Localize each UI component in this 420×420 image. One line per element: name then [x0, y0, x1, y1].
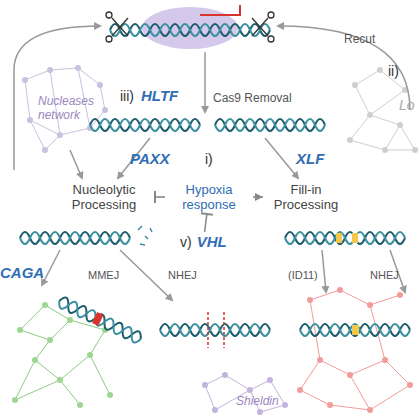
node-text: Fill-in Processing — [266, 182, 346, 212]
end-processing-marks — [138, 226, 359, 348]
guide-rna — [200, 5, 240, 15]
connector — [155, 191, 165, 203]
connector-line — [205, 214, 207, 232]
dna-helix — [20, 232, 130, 244]
text-label: i) — [205, 152, 213, 166]
text-label: HLTF — [141, 87, 178, 104]
scissor-handle — [268, 12, 274, 18]
fill-in-patch — [352, 325, 359, 335]
network-dots — [202, 372, 288, 415]
nhej-arrow — [120, 250, 172, 300]
green-network — [12, 302, 113, 408]
inhibition-bar — [201, 213, 213, 214]
scissor-blades — [252, 18, 268, 36]
text-label: NHEJ — [370, 268, 399, 282]
text-node: Fill-in Processing — [266, 182, 346, 212]
text-label: Nucleases network — [38, 94, 108, 122]
text-label: (ID11) — [288, 268, 318, 282]
dna-helix — [90, 119, 325, 131]
text-node: Hypoxia response — [168, 182, 250, 212]
flow-arrows — [14, 26, 410, 300]
node-text: Nucleolytic Processing — [56, 182, 152, 212]
connector — [253, 193, 263, 201]
network-dots — [347, 67, 418, 153]
mmej-dna — [57, 296, 144, 345]
text-label: XLF — [296, 150, 324, 167]
text-label: PAXX — [130, 150, 170, 167]
connector — [201, 213, 213, 232]
scissors — [106, 12, 274, 42]
scissor-handle — [106, 36, 112, 42]
fill-in-patch — [336, 233, 342, 243]
pink-network — [297, 287, 413, 413]
free-nucleotides — [138, 226, 152, 245]
dna-helix — [300, 324, 410, 336]
node-text: Hypoxia response — [168, 182, 250, 212]
dna-helix — [160, 324, 270, 336]
dna-helix — [57, 296, 144, 345]
gray-network — [347, 67, 418, 153]
node-text: v) — [180, 234, 192, 250]
microhomology — [92, 312, 103, 326]
arrow-head — [255, 193, 263, 201]
dna-helix — [285, 232, 405, 244]
text-label: MMEJ — [88, 268, 119, 282]
nucleases-network — [22, 65, 108, 153]
text-label: Cas9 Removal — [213, 91, 292, 105]
shieldin-network — [202, 372, 288, 415]
dna-helix — [285, 232, 405, 244]
dna-helix — [160, 324, 270, 336]
recut-arrow — [278, 26, 410, 110]
text-node: Nucleolytic Processing — [56, 182, 152, 212]
dna-helix — [57, 296, 144, 345]
xlf-arrow — [265, 138, 298, 178]
text-label: Recut — [344, 32, 375, 46]
text-label: ii) — [388, 64, 399, 78]
network-dots — [22, 65, 108, 153]
text-label: Lo — [399, 98, 415, 112]
network-links — [15, 305, 110, 405]
dna-helix — [110, 24, 270, 36]
id11-arrow — [322, 250, 326, 292]
mmej-arrow — [42, 250, 60, 285]
ligation-site — [208, 312, 224, 348]
node-text: VHL — [197, 233, 227, 250]
removal-arrow — [204, 52, 206, 112]
dna-helix — [110, 24, 270, 36]
dna-helix — [90, 119, 325, 131]
dna-helix — [20, 232, 130, 244]
network-dots — [12, 302, 113, 408]
inhibition-bar — [154, 191, 156, 203]
text-label: CAGA — [0, 264, 44, 281]
text-label: iii) — [120, 89, 134, 103]
connector-line — [155, 196, 165, 198]
scissor-handle — [268, 36, 274, 42]
text-label: Shieldin — [236, 394, 306, 408]
fill-in-patch — [352, 233, 358, 243]
network-dots — [297, 287, 413, 413]
scissor-handle — [106, 12, 112, 18]
text-label: NHEJ — [168, 268, 197, 282]
dna-strands — [20, 24, 410, 344]
text-node: v) VHL — [180, 234, 227, 250]
scissor-blades — [112, 18, 128, 36]
network-links — [300, 290, 410, 410]
dna-helix — [300, 324, 410, 336]
nuclease-arrow — [70, 150, 82, 178]
